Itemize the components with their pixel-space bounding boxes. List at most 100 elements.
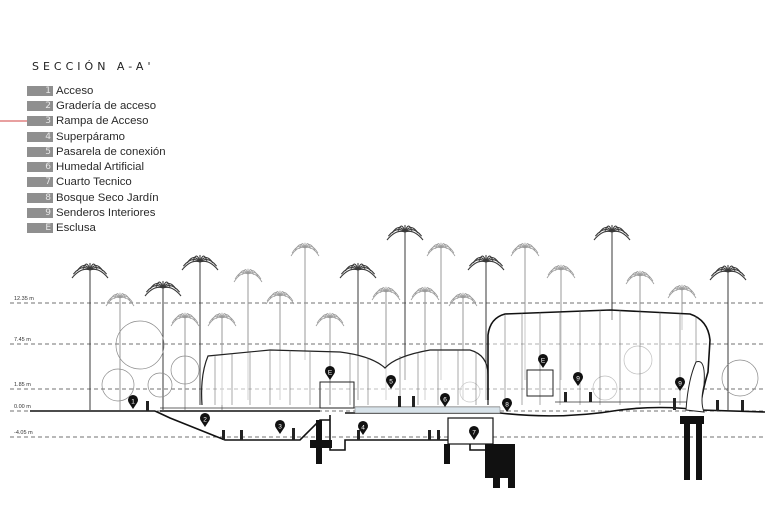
esclusa-box [526,369,554,397]
legend-label: Esclusa [56,222,96,235]
foundation [444,444,450,464]
legend-label: Senderos Interiores [56,207,156,220]
pin-number: E [541,358,546,365]
foundation [508,478,515,488]
foundation [684,424,690,480]
location-pin: 3 [275,420,285,434]
level-label: -4.05 m [14,430,33,436]
legend-number: 1 [27,85,53,96]
palm-tree [386,224,424,380]
palm-tree [181,254,219,405]
pit-wall [329,415,500,451]
person-figure [716,400,719,411]
person-figure [437,430,440,440]
tree-crown [592,375,618,401]
person-figure [292,428,295,440]
location-pin: 4 [358,421,369,435]
location-pin: 5 [386,374,396,389]
foundation [485,444,515,478]
legend-label: Bosque Seco Jardín [56,191,159,204]
section-title: SECCIÓN A-A' [32,60,155,73]
person-figure [357,430,360,440]
legend-number: E [27,223,53,234]
location-pin: 1 [128,395,138,409]
tree-crown [101,368,135,402]
legend-number: 9 [27,208,53,219]
legend-label: Humedal Artificial [56,161,144,174]
left-greenhouse-shell [201,349,489,406]
palm-tree [290,242,320,360]
pin-number: 9 [678,381,682,388]
foundation [680,416,704,424]
location-pin: E [325,366,335,380]
person-figure [673,398,676,410]
location-pin: 8 [502,398,512,412]
legend-label: Rampa de Acceso [56,115,149,128]
tree-crown [115,320,165,370]
tree-crown [623,345,653,375]
pin-number: 6 [443,397,447,404]
wetland-water [354,406,501,414]
trees [101,320,759,403]
esclusa-box [319,381,355,409]
palm-tree [625,270,655,320]
level-label: 7.45 m [14,337,31,343]
legend-label: Pasarela de conexión [56,145,166,158]
location-pin: 2 [200,413,210,427]
person-figure [589,392,592,402]
location-pin: 6 [440,393,450,407]
ground-section [30,406,766,451]
pin-number: 5 [389,379,393,386]
pin-number: 3 [278,424,282,431]
pin-number: E [328,370,333,377]
person-figure [564,392,567,402]
location-pin: 9 [675,377,685,391]
location-pin: 9 [573,372,583,386]
legend-label: Gradería de acceso [56,99,157,112]
right-terrain [499,406,766,417]
legend-label: Acceso [56,84,94,97]
level-labels: 12.35 m 7.45 m 1.85 m 0.00 m -4.05 m [14,296,34,436]
legend-number: 7 [27,177,53,188]
rock-formation [685,360,705,413]
palm-tree [546,264,576,380]
palm-tree [593,224,631,320]
level-label: 0.00 m [14,404,31,410]
legend-number: 8 [27,192,53,203]
shell-outline [201,349,489,406]
legend-number: 3 [27,116,53,127]
tree-crown [721,359,759,397]
palm-tree [105,292,135,410]
person-figure [412,396,415,407]
pin-number: 1 [131,399,135,406]
legend-number: 5 [27,146,53,157]
level-label: 12.35 m [14,296,34,302]
foundation [493,478,500,488]
foundation [696,424,702,480]
pin-number: 4 [361,425,365,432]
level-label: 1.85 m [14,382,31,388]
legend-label: Superpáramo [56,130,126,143]
person-figure [146,401,149,411]
access-stairs [154,410,330,441]
palm-trees [71,224,747,410]
palm-tree [667,284,697,330]
people [146,392,744,440]
person-figure [240,430,243,440]
foundations [310,416,704,488]
person-figure [398,396,401,407]
location-pin: E [538,354,549,368]
tree-crown [147,372,173,398]
foundation [310,440,332,448]
legend-number: 4 [27,131,53,142]
